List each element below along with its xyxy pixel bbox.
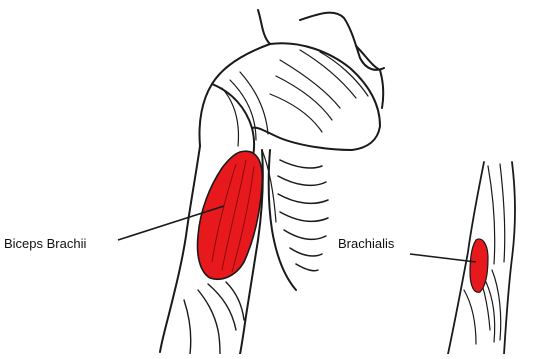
biceps-brachii-label: Biceps Brachii [4,236,86,251]
brachialis-label: Brachialis [338,236,395,251]
